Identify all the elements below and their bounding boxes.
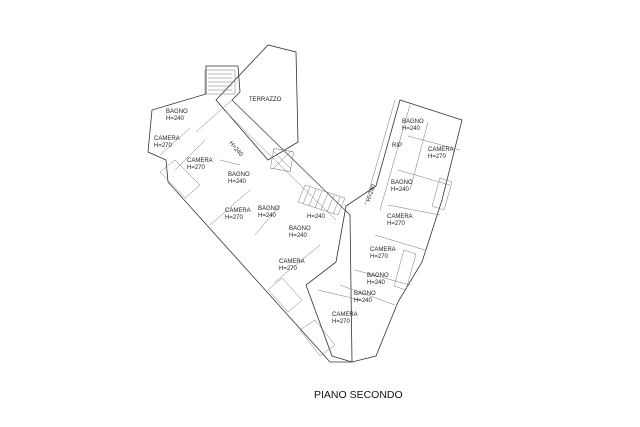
room-name: CAMERA: [279, 259, 305, 265]
room-height: H=240: [402, 126, 421, 132]
right-wing-outline: [305, 99, 463, 363]
room-height: H=240: [367, 280, 386, 286]
room-name: CAMERA: [225, 208, 251, 214]
corridor-height: H=240: [307, 214, 326, 220]
room-name: BAGNO: [228, 172, 250, 178]
room-name: BAGNO: [402, 119, 424, 125]
room-height: H=240: [228, 179, 247, 185]
room-height: H=240: [391, 187, 410, 193]
room-height: H=240: [289, 233, 308, 239]
walls: [147, 44, 463, 363]
room-height: H=240: [258, 213, 277, 219]
room-name: BAGNO: [289, 226, 311, 232]
room-height: H=270: [387, 221, 406, 227]
room-height: H=270: [370, 254, 389, 260]
room-height: H=270: [428, 154, 447, 160]
room-name: BAGNO: [166, 109, 188, 115]
room-height: H=270: [154, 143, 173, 149]
balcony: [267, 277, 303, 313]
room-labels: TERRAZZO BAGNO H=240 CAMERA H=270 CAMERA…: [154, 97, 454, 325]
room-height: H=270: [225, 215, 244, 221]
room-height: H=240: [166, 116, 185, 122]
room-height: H=270: [279, 266, 298, 272]
room-name: CAMERA: [387, 214, 413, 220]
room-name: BAGNO: [391, 180, 413, 186]
balcony: [299, 319, 336, 357]
room-name: CAMERA: [332, 312, 358, 318]
room-name: CAMERA: [370, 247, 396, 253]
room-name: BAGNO: [367, 273, 389, 279]
rip-label: RIP: [392, 143, 402, 149]
terrace-outline: [215, 44, 299, 161]
room-height: H=270: [187, 165, 206, 171]
corridor-height: H=240: [227, 140, 243, 158]
plan-title: PIANO SECONDO: [314, 389, 403, 401]
stairs: [204, 69, 346, 216]
room-name: CAMERA: [154, 136, 180, 142]
room-name: CAMERA: [428, 147, 454, 153]
balcony: [431, 177, 453, 211]
room-name: BAGNO: [354, 291, 376, 297]
terrace-label: TERRAZZO: [249, 97, 282, 103]
room-height: H=270: [332, 319, 351, 325]
balcony: [159, 159, 201, 199]
room-height: H=240: [354, 298, 373, 304]
corridor-height: H=240: [366, 183, 377, 202]
balcony: [393, 249, 417, 291]
room-name: CAMERA: [187, 158, 213, 164]
lift-shaft: [270, 148, 294, 172]
room-name: BAGNO: [258, 206, 280, 212]
